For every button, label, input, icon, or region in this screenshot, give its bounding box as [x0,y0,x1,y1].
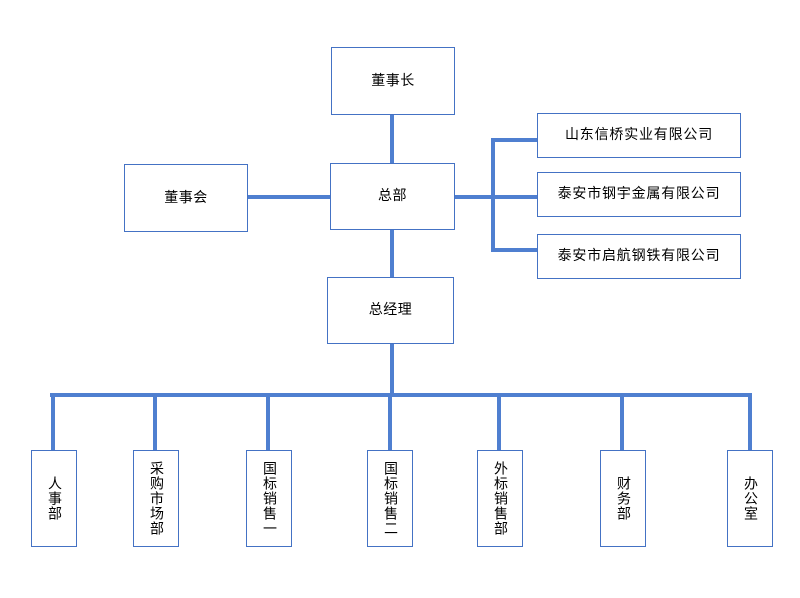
node-board[interactable]: 董事会 [124,164,248,232]
node-department-1[interactable]: 人事部 [31,450,77,547]
connector-bus-to-department-4 [388,393,392,451]
node-department-3-label: 国标销售一 [261,461,277,536]
node-department-7[interactable]: 办公室 [727,450,773,547]
node-department-6-label: 财务部 [615,476,631,521]
connector-bus-to-subsidiary-3 [491,248,539,252]
node-subsidiary-3-label: 泰安市启航钢铁有限公司 [557,248,721,265]
node-department-2[interactable]: 采购市场部 [133,450,179,547]
node-department-3[interactable]: 国标销售一 [246,450,292,547]
connector-chairman-to-headquarters [390,114,394,166]
connector-bus-to-subsidiary-1 [491,138,539,142]
node-subsidiary-2-label: 泰安市钢宇金属有限公司 [557,186,721,203]
node-department-5[interactable]: 外标销售部 [477,450,523,547]
node-department-2-label: 采购市场部 [148,461,164,536]
node-department-5-label: 外标销售部 [492,461,508,536]
node-department-4[interactable]: 国标销售二 [367,450,413,547]
connector-bus-to-department-6 [620,393,624,451]
node-headquarters-label: 总部 [378,188,407,205]
connector-board-to-headquarters [247,195,333,199]
connector-bus-to-department-2 [153,393,157,451]
node-subsidiary-1-label: 山东信桥实业有限公司 [565,127,713,144]
node-department-7-label: 办公室 [742,476,758,521]
connector-bus-to-department-1 [51,393,55,451]
node-subsidiary-1[interactable]: 山东信桥实业有限公司 [537,113,741,158]
connector-bus-to-department-3 [266,393,270,451]
node-subsidiary-2[interactable]: 泰安市钢宇金属有限公司 [537,172,741,217]
node-general-manager[interactable]: 总经理 [327,277,454,344]
node-board-label: 董事会 [164,189,208,206]
node-chairman-label: 董事长 [371,72,415,89]
connector-general-manager-to-department-bus [390,343,394,397]
node-subsidiary-3[interactable]: 泰安市启航钢铁有限公司 [537,234,741,279]
connector-bus-to-subsidiary-2 [491,195,539,199]
connector-headquarters-to-general-manager [390,229,394,278]
connector-bus-to-department-7 [748,393,752,451]
connector-bus-to-department-5 [497,393,501,451]
connector-headquarters-to-subsidiary-bus [453,195,495,199]
node-department-1-label: 人事部 [46,476,62,521]
node-department-4-label: 国标销售二 [382,461,398,536]
node-headquarters[interactable]: 总部 [330,163,455,230]
node-department-6[interactable]: 财务部 [600,450,646,547]
node-general-manager-label: 总经理 [368,302,413,319]
node-chairman[interactable]: 董事长 [331,47,455,115]
connector-department-bus [50,393,752,397]
